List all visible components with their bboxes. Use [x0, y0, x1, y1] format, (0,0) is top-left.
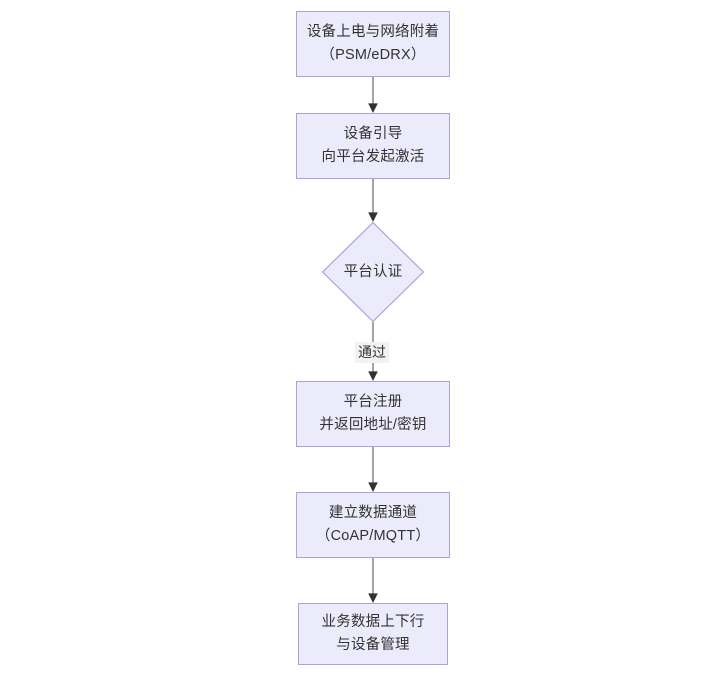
node-business-data-line-2: 与设备管理 [336, 637, 410, 653]
node-platform-auth-label: 平台认证 [343, 263, 403, 280]
node-power-on[interactable]: 设备上电与网络附着 （PSM/eDRX） [296, 11, 450, 77]
edge-data-channel-to-business-data [368, 558, 378, 603]
node-bootstrap-line-2: 向平台发起激活 [321, 149, 425, 165]
edge-label-pass: 通过 [355, 342, 389, 363]
node-power-on-line-2: （PSM/eDRX） [320, 47, 426, 63]
edge-power-on-to-bootstrap [368, 77, 378, 113]
edge-platform-register-to-data-channel [368, 447, 378, 492]
node-platform-register-line-2: 并返回地址/密钥 [319, 417, 427, 433]
edge-bootstrap-to-platform-auth [368, 179, 378, 222]
node-bootstrap-line-1: 设备引导 [343, 126, 403, 142]
diamond-shape-icon [322, 222, 424, 322]
node-platform-auth[interactable]: 平台认证 [322, 222, 424, 322]
node-platform-register-line-1: 平台注册 [343, 394, 403, 410]
node-data-channel[interactable]: 建立数据通道 （CoAP/MQTT） [296, 492, 450, 558]
node-business-data[interactable]: 业务数据上下行 与设备管理 [298, 603, 448, 665]
node-power-on-line-1: 设备上电与网络附着 [306, 24, 440, 40]
node-data-channel-line-1: 建立数据通道 [328, 505, 418, 521]
node-data-channel-line-2: （CoAP/MQTT） [315, 528, 431, 544]
node-business-data-line-1: 业务数据上下行 [321, 614, 425, 630]
node-platform-register[interactable]: 平台注册 并返回地址/密钥 [296, 381, 450, 447]
node-bootstrap[interactable]: 设备引导 向平台发起激活 [296, 113, 450, 179]
